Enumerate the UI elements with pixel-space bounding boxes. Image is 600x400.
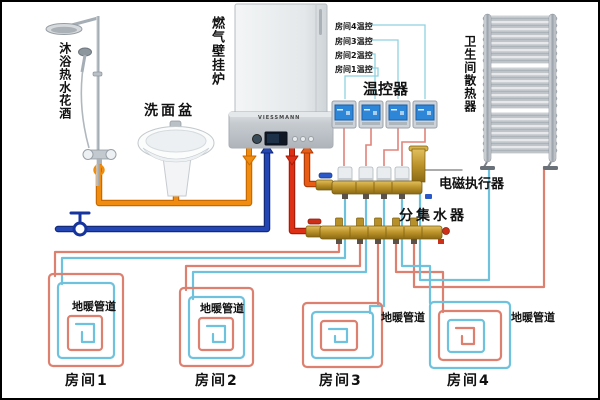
radiator-label: 卫生间散热器 (462, 35, 477, 113)
callout-room2-thermostat: 房间2温控 (335, 51, 373, 60)
callout-room4-thermostat: 房间4温控 (335, 22, 373, 31)
valve-handle-blue (318, 172, 333, 179)
thermostat-room3 (385, 100, 411, 129)
thermostat-screen (415, 104, 435, 121)
room3-label: 房间3 (319, 373, 363, 389)
hot-water-out-arrow (242, 145, 257, 166)
actuator-label: 电磁执行器 (439, 177, 505, 192)
cold-water-pipe (56, 151, 269, 231)
gas-boiler (228, 3, 334, 149)
radiator-foot (480, 166, 495, 170)
electromagnetic-actuators (337, 166, 410, 183)
return-pipe-room3 (368, 190, 386, 315)
supply-pipe-room2 (184, 234, 362, 292)
thermostats (331, 100, 438, 129)
shower-label: 沐浴热水花酒 (57, 42, 72, 120)
thermostat-screen (388, 104, 408, 121)
floor-coils (47, 272, 512, 370)
boiler-button (300, 136, 306, 142)
return-manifold (315, 145, 432, 199)
supply-pipe-radiator (412, 165, 546, 289)
bathroom-radiator (480, 13, 558, 170)
hand-shower-icon (78, 47, 92, 57)
valve-handle-red (307, 218, 322, 225)
pipe-label-room2: 地暖管道 (200, 302, 244, 315)
room1-label: 房间1 (65, 373, 109, 389)
return-pipe-room1 (60, 190, 347, 286)
room4-label: 房间4 (447, 373, 491, 389)
floor-coil-room2 (178, 286, 255, 368)
boiler-label: 燃气壁挂炉 (208, 16, 224, 86)
heating-supply-arrow (285, 145, 299, 166)
pressure-gauge-icon (252, 134, 262, 144)
floor-coil-room3 (301, 301, 384, 369)
thermostat-room4 (412, 100, 438, 129)
thermostat-group-label: 温控器 (363, 80, 409, 98)
supply-pipe-room1 (53, 234, 341, 278)
room2-label: 房间2 (195, 373, 239, 389)
thermostat-wires (343, 128, 426, 166)
radiator-foot (543, 166, 558, 170)
wash-basin (137, 120, 215, 197)
floor-coil-room1 (47, 272, 125, 368)
heating-return-pipe-outline (303, 149, 326, 188)
manifold-drain-cap (442, 227, 450, 235)
callout-room3-thermostat: 房间3温控 (335, 37, 373, 46)
boiler-brand-logo: VIESSMANN (258, 115, 301, 121)
pipe-label-room1: 地暖管道 (72, 300, 116, 313)
boiler-button (308, 136, 314, 142)
flow-arrows (242, 143, 314, 166)
thermostat-screen (334, 104, 354, 121)
callout-room1-thermostat: 房间1温控 (335, 65, 373, 74)
manifold-end-valve (411, 148, 426, 183)
boiler-button (292, 136, 298, 142)
pipe-label-room3: 地暖管道 (381, 311, 425, 324)
thermostat-screen (361, 104, 381, 121)
pipe-label-room4: 地暖管道 (511, 311, 555, 324)
shower-unit (45, 16, 117, 186)
callout-leader-lines (344, 24, 426, 99)
shower-mixer-valve (82, 149, 117, 164)
basin-label: 洗面盆 (144, 103, 195, 119)
thermostat-room2 (358, 100, 384, 129)
cold-water-pipe-outline (54, 149, 271, 233)
thermostat-room1 (331, 100, 357, 129)
floor-coil-room4 (428, 300, 512, 370)
cold-water-valve-icon (69, 211, 91, 237)
boiler-control-panel (252, 131, 314, 146)
supply-manifold (305, 217, 450, 244)
manifold-label: 分集水器 (399, 208, 467, 224)
